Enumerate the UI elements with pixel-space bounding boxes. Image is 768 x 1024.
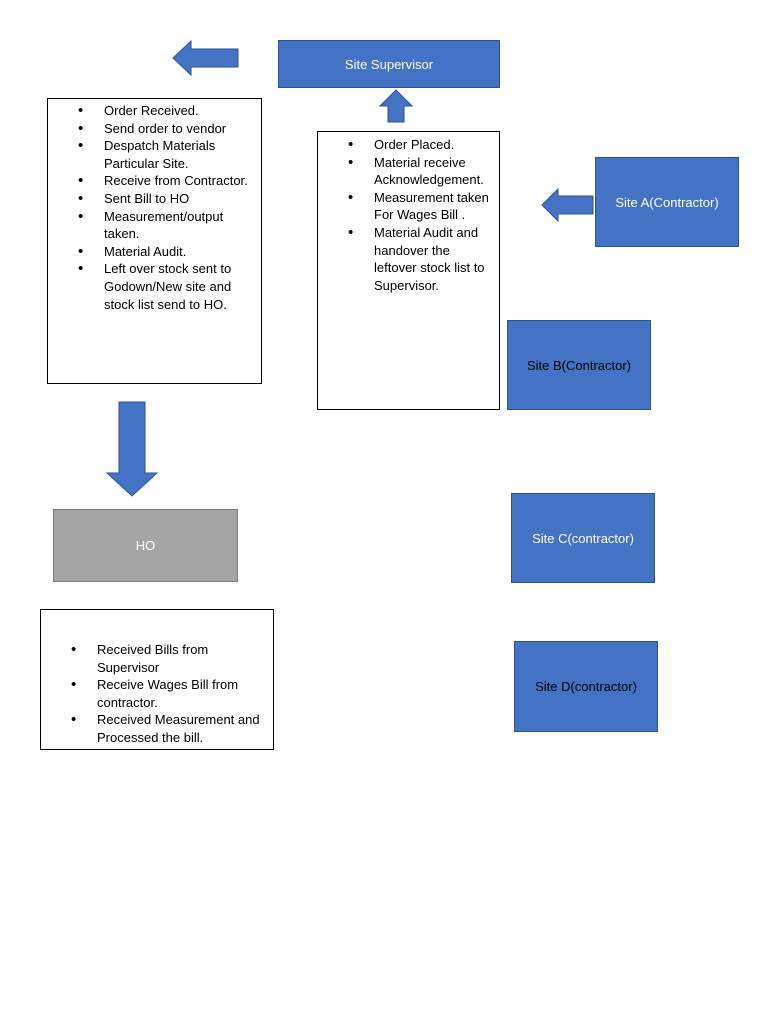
list-item: Measurement taken For Wages Bill . [318,189,493,224]
list-item: Order Placed. [318,136,493,154]
list-item: Received Measurement and Processed the b… [41,711,265,746]
list-item: Measurement/output taken. [48,208,261,243]
list-item: Send order to vendor [48,120,261,138]
site-d-label: Site D(contractor) [535,679,637,694]
site-a-label: Site A(Contractor) [615,194,719,210]
list-item: Despatch Materials Particular Site. [48,137,261,172]
list-item: Left over stock sent to Godown/New site … [48,260,261,313]
list-item: Receive Wages Bill from contractor. [41,676,265,711]
ho-box: HO [53,509,238,582]
up-arrow-icon [378,89,414,123]
list-item: Material receive Acknowledgement. [318,154,493,189]
site-supervisor-box: Site Supervisor [278,40,500,88]
left-arrow-icon [172,39,239,77]
ho-label: HO [135,538,156,553]
site-c-box: Site C(contractor) [511,493,655,583]
supervisor-task-list: Order Received. Send order to vendor Des… [48,102,261,313]
left-arrow-icon [541,187,594,223]
site-b-box: Site B(Contractor) [507,320,651,410]
list-item: Order Received. [48,102,261,120]
down-arrow-icon [105,401,159,497]
list-item: Material Audit and handover the leftover… [318,224,493,294]
contractor-task-list: Order Placed. Material receive Acknowled… [318,136,499,294]
contractor-tasks-box: Order Placed. Material receive Acknowled… [317,131,500,410]
ho-tasks-box: Received Bills from Supervisor Receive W… [40,609,274,750]
site-a-box: Site A(Contractor) [595,157,739,247]
supervisor-tasks-box: Order Received. Send order to vendor Des… [47,98,262,384]
site-supervisor-label: Site Supervisor [344,56,434,72]
list-item: Material Audit. [48,243,261,261]
list-item: Receive from Contractor. [48,172,261,190]
ho-task-list: Received Bills from Supervisor Receive W… [41,641,273,747]
list-item: Sent Bill to HO [48,190,261,208]
site-c-label: Site C(contractor) [532,530,634,546]
site-b-label: Site B(Contractor) [526,357,632,373]
site-d-box: Site D(contractor) [514,641,658,732]
list-item: Received Bills from Supervisor [41,641,265,676]
